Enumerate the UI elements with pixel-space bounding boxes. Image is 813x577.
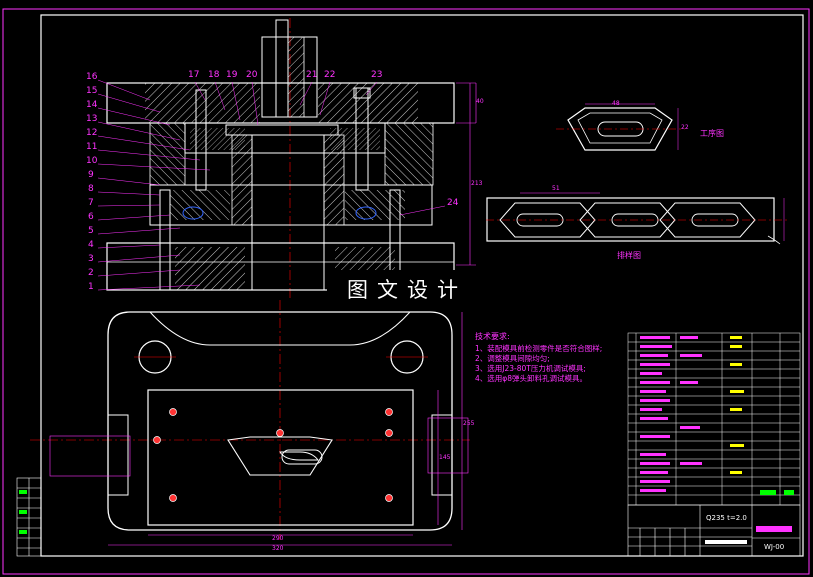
title-block-name-fill: [756, 526, 792, 532]
part-number-24: 24: [447, 198, 459, 208]
part-number-17: 17: [188, 70, 200, 80]
part-number-13: 13: [86, 114, 98, 124]
part-view-drawing: [556, 103, 685, 151]
part-number-9: 9: [88, 170, 94, 180]
part-number-22: 22: [324, 70, 336, 80]
title-block-drawing-no: WJ-00: [764, 543, 785, 551]
strip-view-label: 排样图: [617, 251, 641, 260]
part-number-4: 4: [88, 240, 94, 250]
title-block: [627, 504, 801, 557]
dim-die-width-outer: 320: [272, 545, 284, 552]
part-number-1: 1: [88, 282, 94, 292]
part-number-16: 16: [86, 72, 98, 82]
part-number-18: 18: [208, 70, 220, 80]
part-number-15: 15: [86, 86, 98, 96]
dim-plate-height: 145: [439, 454, 451, 461]
dim-top-height: 40: [476, 98, 484, 105]
dim-die-width-inner: 290: [272, 535, 284, 542]
part-number-12: 12: [86, 128, 98, 138]
tech-note-2: 2、调整模具间隙均匀;: [475, 354, 550, 363]
die-plan-view: [30, 300, 470, 546]
left-margin-table: [16, 477, 42, 557]
part-number-10: 10: [86, 156, 98, 166]
part-number-7: 7: [88, 198, 94, 208]
tech-note-3: 3、选用J23-80T压力机调试模具;: [475, 364, 586, 373]
part-number-14: 14: [86, 100, 98, 110]
tech-note-4: 4、选用φ8弹头卸料孔调试模具。: [475, 374, 587, 383]
dim-part-height: 22: [681, 124, 689, 131]
leader-lines-left: [97, 79, 446, 291]
tech-notes-heading: 技术要求:: [475, 332, 510, 341]
part-number-23: 23: [371, 70, 383, 80]
part-number-5: 5: [88, 226, 94, 236]
part-number-6: 6: [88, 212, 94, 222]
part-number-2: 2: [88, 268, 94, 278]
dim-strip-pitch: 51: [552, 185, 560, 192]
dim-die-height: 255: [463, 420, 475, 427]
outer-frame: [2, 8, 810, 575]
part-number-21: 21: [306, 70, 318, 80]
title-block-material: Q235 t=2.0: [706, 514, 747, 522]
inner-frame: [40, 14, 804, 557]
dim-part-length: 48: [612, 100, 620, 107]
part-view-label: 工序图: [700, 129, 724, 138]
part-number-8: 8: [88, 184, 94, 194]
part-number-20: 20: [246, 70, 258, 80]
part-number-3: 3: [88, 254, 94, 264]
tech-note-1: 1、装配模具前检测零件是否符合图样;: [475, 344, 603, 353]
strip-layout-drawing: [486, 192, 790, 245]
part-number-11: 11: [86, 142, 98, 152]
watermark-title: 图文设计: [327, 270, 477, 310]
die-section-view: [106, 18, 477, 300]
dim-total-height: 213: [471, 180, 483, 187]
bom-table-fills: [640, 336, 794, 495]
part-number-19: 19: [226, 70, 238, 80]
title-block-code-fill: [705, 540, 747, 544]
